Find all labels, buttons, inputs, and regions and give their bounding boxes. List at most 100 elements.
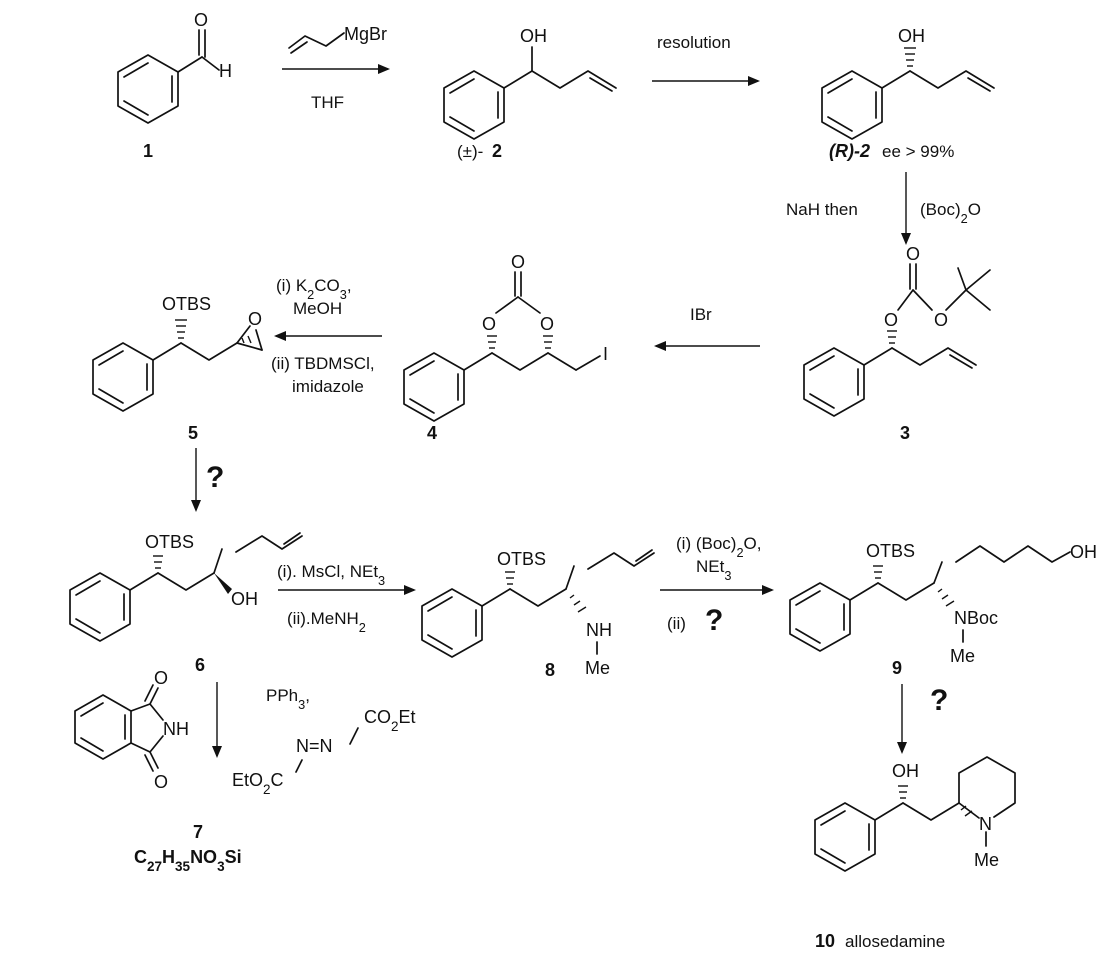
mitsunobu-reagents: PPh3, CO2Et N=N EtO2C — [232, 686, 416, 797]
benzene-ring — [821, 70, 883, 140]
atom-Me: Me — [585, 658, 610, 678]
benzene-ring — [803, 347, 865, 417]
arrow-6-to-7 — [212, 682, 222, 758]
compound-label: 2 — [492, 141, 502, 161]
compound-label: 1 — [143, 141, 153, 161]
arrow-9-to-10: ? — [897, 684, 948, 754]
compound-9: OTBS OH NBoc Me 9 — [789, 541, 1097, 678]
compound-5: OTBS O 5 — [92, 294, 263, 443]
atom-Me: Me — [974, 850, 999, 870]
reagent-meoh: MeOH — [293, 299, 342, 318]
hashed-bond — [898, 785, 908, 799]
wedge-bond — [214, 573, 232, 594]
atom-O: O — [154, 772, 168, 792]
reagent-step-ii: (ii) — [667, 614, 686, 633]
benzene-ring — [443, 70, 505, 140]
unknown-reagent-mark: ? — [705, 604, 723, 637]
atom-OTBS: OTBS — [866, 541, 915, 561]
compound-name: allosedamine — [845, 932, 945, 951]
compound-label: 3 — [900, 423, 910, 443]
atom-NBoc: NBoc — [954, 608, 998, 628]
reagent-thf: THF — [311, 93, 344, 112]
compound-label: 9 — [892, 658, 902, 678]
hashed-bond — [153, 555, 163, 569]
phthalimide: O NH O — [74, 668, 189, 792]
hashed-bond — [873, 565, 883, 579]
reagent-co2et: CO2Et — [364, 707, 416, 734]
reagent-pph3: PPh3, — [266, 686, 310, 712]
atom-OH: OH — [231, 589, 258, 609]
benzene-ring — [403, 352, 465, 422]
reagent-nah: NaH then — [786, 200, 858, 219]
atom-OTBS: OTBS — [145, 532, 194, 552]
enantiomeric-excess: ee > 99% — [882, 142, 954, 161]
arrow-4-to-5: (i) K2CO3, MeOH (ii) TBDMSCl, imidazole — [271, 276, 382, 396]
atom-H: H — [219, 61, 232, 81]
reagent-tbdmscl: (ii) TBDMSCl, — [271, 354, 375, 373]
hashed-bond — [543, 335, 553, 349]
reagent-imidazole: imidazole — [292, 377, 364, 396]
benzene-ring — [814, 802, 876, 872]
atom-O: O — [540, 314, 554, 334]
reagent-net3: NEt3 — [696, 557, 731, 583]
compound-1: O H 1 — [117, 10, 232, 161]
benzene-ring — [92, 342, 154, 412]
atom-NH: NH — [163, 719, 189, 739]
reagent-boc2o-b: (i) (Boc)2O, — [676, 534, 762, 560]
reagent-resolution: resolution — [657, 33, 731, 52]
hashed-bond — [569, 594, 587, 613]
atom-O: O — [934, 310, 948, 330]
atom-O: O — [482, 314, 496, 334]
atom-OTBS: OTBS — [162, 294, 211, 314]
reagent-k2co3: (i) K2CO3, — [276, 276, 352, 302]
atom-O: O — [511, 252, 525, 272]
atom-Me: Me — [950, 646, 975, 666]
unknown-reagent-mark: ? — [930, 684, 948, 717]
atom-O: O — [906, 244, 920, 264]
compound-label: 10 — [815, 931, 835, 951]
benzene-ring — [421, 588, 483, 658]
hashed-bond — [937, 588, 955, 607]
hashed-bond — [960, 805, 973, 817]
atom-OH: OH — [898, 26, 925, 46]
reagent-eto2c: EtO2C — [232, 770, 284, 797]
hashed-bond — [487, 335, 497, 349]
compound-label: 4 — [427, 423, 437, 443]
compound-4: O O O I 4 — [403, 252, 608, 443]
atom-N: N — [979, 814, 992, 834]
compound-2-racemic: OH (±)- 2 — [443, 26, 617, 161]
compound-formula: C27H35NO3Si — [134, 847, 242, 874]
hashed-bond — [505, 571, 515, 585]
reagent-ibr: IBr — [690, 305, 712, 324]
arrow-3-to-4: IBr — [654, 305, 760, 351]
atom-OTBS: OTBS — [497, 549, 546, 569]
reagent-menh2: (ii).MeNH2 — [287, 609, 366, 635]
allyl-group — [288, 32, 345, 49]
compound-10: OH N Me 10 allosedamine — [814, 756, 1016, 951]
compound-label: (R)-2 — [829, 141, 870, 161]
arrow-2-to-R2: resolution — [652, 33, 760, 86]
compound-label: 5 — [188, 423, 198, 443]
arrow-8-to-9: (i) (Boc)2O, NEt3 (ii) ? — [660, 534, 774, 637]
benzene-ring — [117, 54, 179, 124]
compound-3: O O O 3 — [803, 244, 991, 443]
hashed-bond — [887, 330, 897, 344]
hashed-bond — [241, 335, 252, 344]
atom-O: O — [884, 310, 898, 330]
benzene-ring — [69, 572, 131, 642]
reagent-mscl: (i). MsCl, NEt3 — [277, 562, 385, 588]
reagent-n-n: N=N — [296, 736, 333, 756]
compound-label: 8 — [545, 660, 555, 680]
unknown-reagent-mark: ? — [206, 461, 224, 494]
arrow-6-to-8: (i). MsCl, NEt3 (ii).MeNH2 — [277, 562, 416, 635]
arrow-5-to-6: ? — [191, 448, 224, 512]
atom-OH: OH — [892, 761, 919, 781]
atom-OH: OH — [520, 26, 547, 46]
atom-NH: NH — [586, 620, 612, 640]
atom-OH: OH — [1070, 542, 1097, 562]
atom-O: O — [248, 309, 262, 329]
compound-label: 6 — [195, 655, 205, 675]
atom-I: I — [603, 344, 608, 364]
compound-label-prefix: (±)- — [457, 142, 483, 161]
